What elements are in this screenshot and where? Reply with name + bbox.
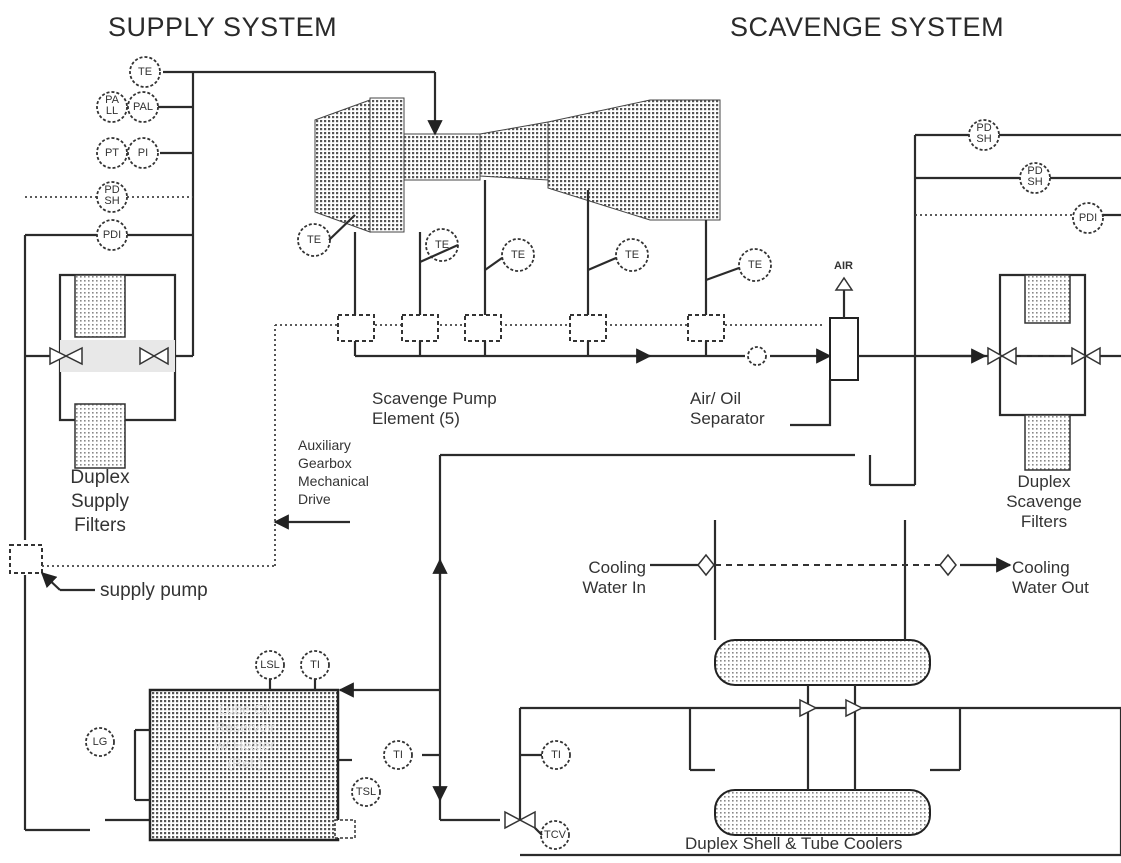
pdi-right-tag: PDI [1078, 212, 1098, 224]
reservoir-label: Lube Oil Reservoir w/ Heater (Ref.) [165, 700, 325, 772]
coolers-label: Duplex Shell & Tube Coolers [685, 834, 903, 853]
tsl-tag: TSL [355, 786, 377, 798]
aux-line-3: Mechanical [298, 473, 369, 489]
te-4-tag: TE [624, 249, 640, 261]
supply-filters-line-3: Filters [74, 515, 126, 536]
air-oil-line-1: Air/ Oil [690, 389, 741, 408]
air-oil-separator-label: Air/ Oil Separator [690, 389, 765, 428]
te-5-tag: TE [747, 259, 763, 271]
scavenge-pump-line-1: Scavenge Pump [372, 389, 497, 408]
aux-line-1: Auxiliary [298, 437, 351, 453]
cw-out-line-2: Water Out [1012, 578, 1089, 597]
reservoir-line-2: Reservoir [215, 719, 275, 735]
cw-out-line-1: Cooling [1012, 558, 1070, 577]
pa-ll-tag: PA LL [105, 94, 119, 117]
aux-line-4: Drive [298, 491, 331, 507]
te-top-bubble [129, 56, 161, 88]
pd-sh-left-tag: PD SH [104, 184, 120, 207]
pt-tag: PT [104, 147, 120, 159]
te-1-tag: TE [306, 234, 322, 246]
aux-line-2: Gearbox [298, 455, 352, 471]
pdi-left-tag: PDI [102, 229, 122, 241]
scavenge-pump-label: Scavenge Pump Element (5) [372, 389, 497, 428]
check-valve [747, 346, 767, 366]
air-oil-separator [829, 317, 859, 381]
instrument-bubbles [85, 56, 1104, 850]
scavenge-pump-elements [337, 314, 725, 342]
supply-filters-line-2: Supply [70, 491, 130, 512]
lg-tag: LG [92, 736, 108, 748]
scavenge-pump-line-2: Element (5) [372, 408, 460, 428]
reservoir-line-3: w/ Heater [215, 737, 275, 753]
cooling-water-out-label: Cooling Water Out [1012, 558, 1089, 598]
supply-filter-b [74, 403, 126, 469]
gas-turbine [314, 97, 721, 233]
supply-filters-line-1: Duplex [70, 467, 130, 488]
supply-transfer-valves [49, 346, 169, 366]
scavenge-system-title: SCAVENGE SYSTEM [730, 12, 1005, 42]
pi-tag: PI [137, 147, 149, 159]
supply-pump-symbol [9, 544, 43, 574]
supply-pump-label: supply pump [100, 580, 208, 601]
scavenge-header [858, 133, 1121, 487]
te-3-tag: TE [510, 249, 526, 261]
air-oil-line-2: Separator [690, 408, 765, 428]
ti-a-tag: TI [393, 749, 403, 761]
te-2-tag: TE [434, 239, 450, 251]
reservoir-line-4: (Ref.) [227, 755, 263, 771]
supply-filters-label: Duplex Supply Filters [45, 466, 155, 538]
scavenge-filters [987, 273, 1101, 471]
scavenge-filters-label: Duplex Scavenge Filters [1000, 472, 1088, 532]
supply-system-title: SUPPLY SYSTEM [108, 12, 338, 42]
te-top-tag: TE [137, 66, 153, 78]
supply-filter-a [74, 274, 126, 338]
tcv-tag: TCV [544, 829, 566, 841]
air-label: AIR [834, 260, 853, 272]
aux-gearbox-label: Auxiliary Gearbox Mechanical Drive [298, 436, 369, 508]
cw-in-line-2: Water In [582, 578, 646, 597]
ti-b-tag: TI [551, 749, 561, 761]
lube-oil-reservoir [148, 688, 340, 842]
scav-filters-line-3: Filters [1020, 512, 1068, 531]
pd-sh-r2-tag: PD SH [1027, 165, 1043, 188]
pal-tag: PAL [133, 101, 153, 113]
lsl-tag: LSL [260, 659, 280, 671]
ti-res-tag: TI [310, 659, 320, 671]
return-piping [338, 453, 855, 822]
scav-filters-line-2: Scavenge [1006, 492, 1082, 511]
cooling-water-in-label: Cooling Water In [560, 558, 646, 598]
cw-in-line-1: Cooling [588, 558, 646, 577]
cooler-assembly [504, 520, 1121, 857]
reservoir-line-1: Lube Oil [218, 701, 272, 717]
scavenge-drains [353, 180, 832, 364]
pd-sh-r1-tag: PD SH [976, 122, 992, 145]
scav-filters-line-1: Duplex [1017, 472, 1071, 491]
